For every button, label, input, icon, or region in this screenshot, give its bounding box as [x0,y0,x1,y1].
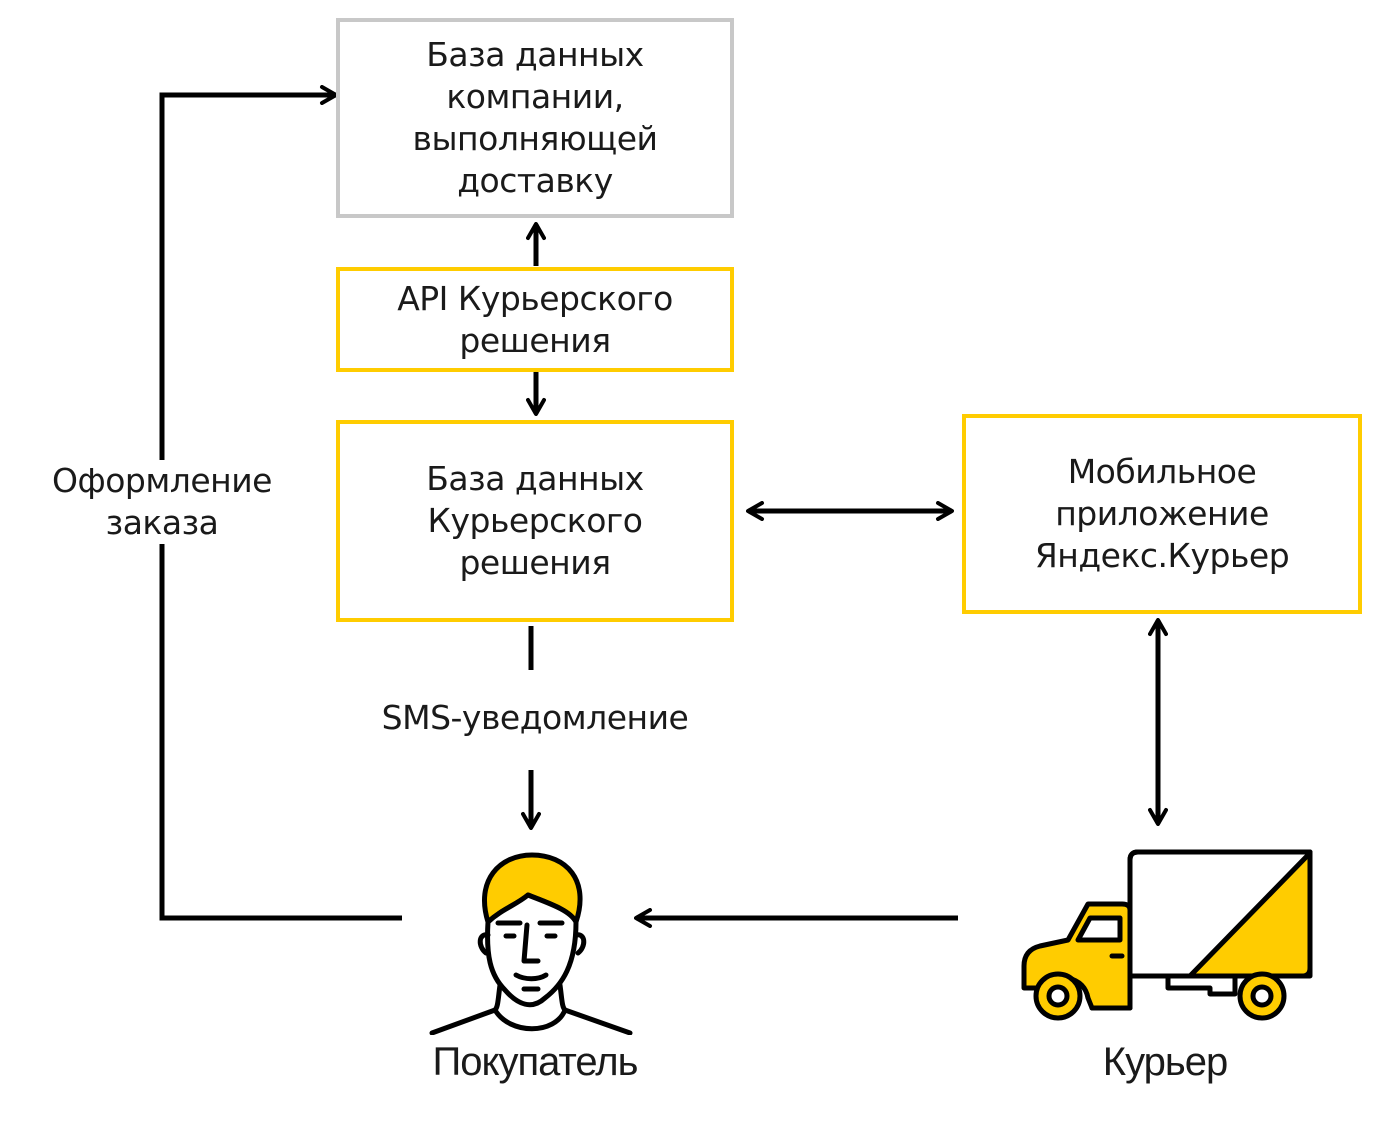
courier-db-label: База данных Курьерского решения [426,459,644,582]
mobile-app-node: Мобильное приложение Яндекс.Курьер [962,414,1362,614]
courier-db-node: База данных Курьерского решения [336,420,734,622]
api-label: API Курьерского решения [397,278,673,360]
order-label: Оформление заказа [22,460,302,544]
api-node: API Курьерского решения [336,267,734,372]
mobile-app-label: Мобильное приложение Яндекс.Курьер [1034,452,1290,575]
company-db-node: База данных компании, выполняющей достав… [336,18,734,218]
person-icon [429,852,633,1035]
company-db-label: База данных компании, выполняющей достав… [412,35,658,200]
truck-icon [1021,849,1313,1021]
buyer-label: Покупатель [432,1040,639,1084]
sms-label: SMS-уведомление [381,698,689,737]
courier-label: Курьер [1102,1040,1228,1084]
